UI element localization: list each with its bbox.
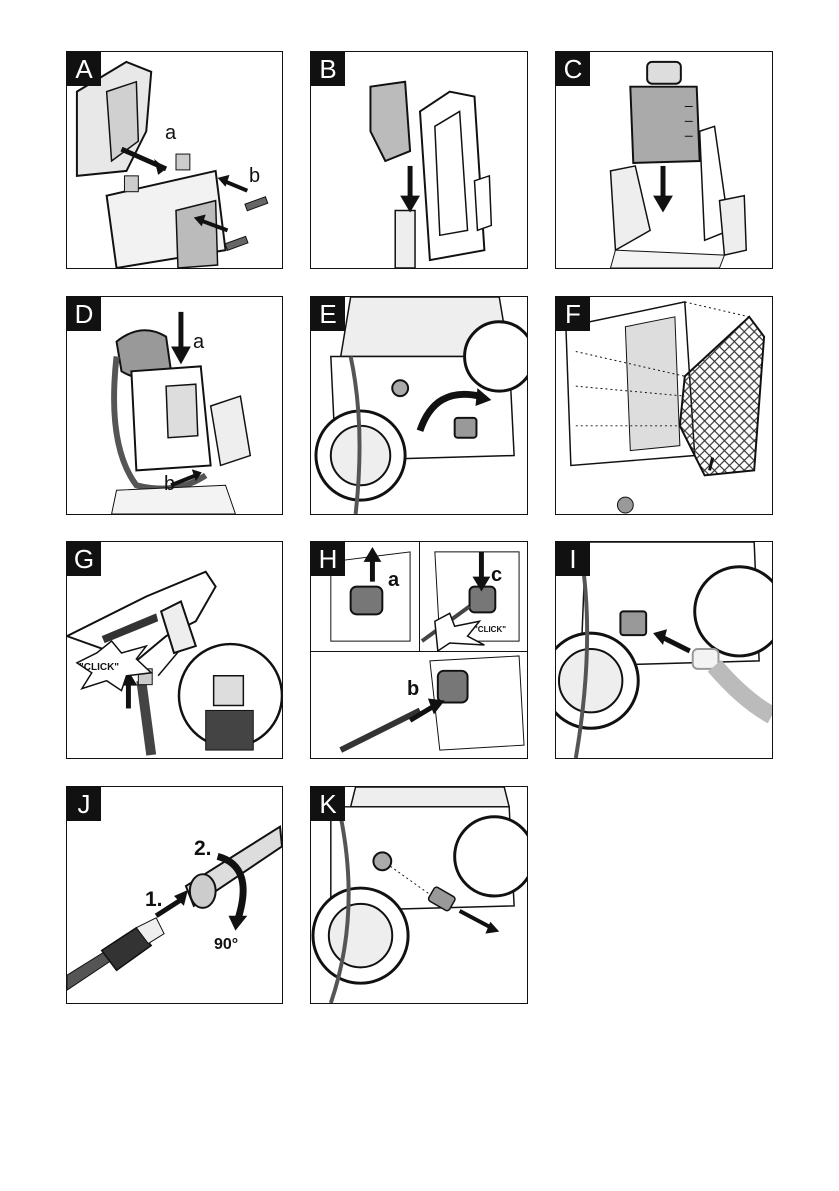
- step-2: 2.: [194, 838, 212, 859]
- callout-a: a: [165, 123, 176, 143]
- panel-label: H: [311, 542, 345, 576]
- panel-label: D: [67, 297, 101, 331]
- callout-b: b: [164, 474, 175, 494]
- panel-label: I: [556, 542, 590, 576]
- panel-i: I: [555, 541, 773, 759]
- callout-a: a: [388, 570, 399, 590]
- step-1: 1.: [145, 889, 163, 910]
- panel-g: G "CLICK": [66, 541, 283, 759]
- panel-label: E: [311, 297, 345, 331]
- panel-k: K: [310, 786, 528, 1004]
- panel-label: G: [67, 542, 101, 576]
- click-label: "CLICK": [79, 663, 119, 673]
- panel-label: F: [556, 297, 590, 331]
- callout-b: b: [249, 166, 260, 186]
- click-label: "CLICK": [474, 626, 506, 634]
- panel-d: D a b: [66, 296, 283, 515]
- callout-c: c: [491, 565, 502, 585]
- callout-b: b: [407, 679, 419, 699]
- panel-f: F: [555, 296, 773, 515]
- rotation-angle: 90°: [214, 937, 238, 953]
- panel-a: A a b: [66, 51, 283, 269]
- panel-j: J 1. 2. 90°: [66, 786, 283, 1004]
- panel-h: H a c b "CLICK": [310, 541, 528, 759]
- callout-a: a: [193, 332, 204, 352]
- panel-label: J: [67, 787, 101, 821]
- panel-label: B: [311, 52, 345, 86]
- panel-label: C: [556, 52, 590, 86]
- panel-c: C: [555, 51, 773, 269]
- panel-b: B: [310, 51, 528, 269]
- panel-label: K: [311, 787, 345, 821]
- panel-e: E: [310, 296, 528, 515]
- panel-label: A: [67, 52, 101, 86]
